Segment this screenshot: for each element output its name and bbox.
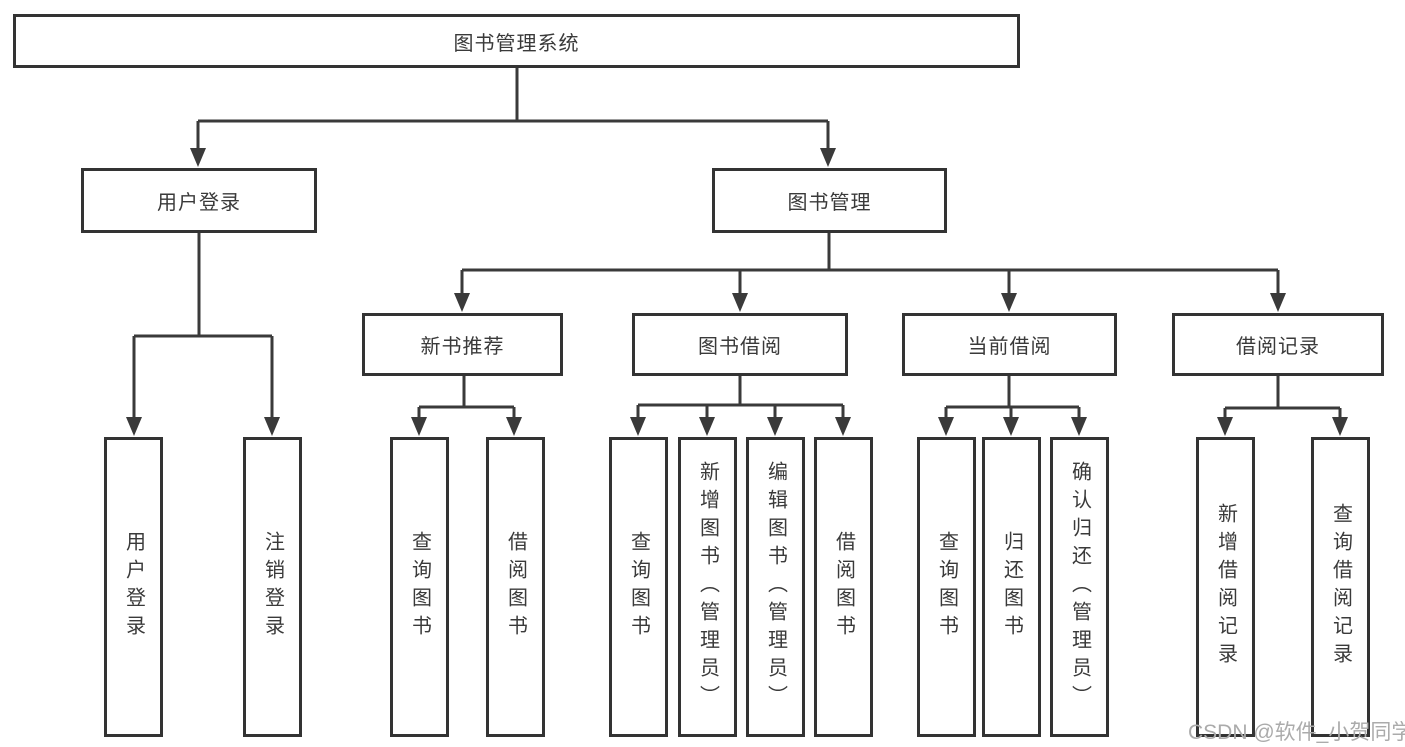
node-book-management: 图书管理 <box>712 168 947 233</box>
node-user-login: 用户登录 <box>81 168 317 233</box>
node-label: 借阅图书 <box>504 531 527 643</box>
node-label: 新增图书（管理员） <box>696 461 719 713</box>
node-label: 借阅图书 <box>832 531 855 643</box>
leaf-add-books-admin: 新增图书（管理员） <box>678 437 737 737</box>
node-label: 用户登录 <box>157 192 241 214</box>
node-label: 归还图书 <box>1000 531 1023 643</box>
node-label: 查询图书 <box>408 531 431 643</box>
connector-bookmgmt-to-level3 <box>460 233 1280 297</box>
leaf-query-books: 查询图书 <box>609 437 668 737</box>
node-label: 查询图书 <box>935 531 958 643</box>
leaf-edit-books-admin: 编辑图书（管理员） <box>746 437 805 737</box>
connector-root-to-level2 <box>196 68 830 152</box>
node-label: 用户登录 <box>122 531 145 643</box>
leaf-logout: 注销登录 <box>243 437 302 737</box>
arrowheads <box>126 148 1348 436</box>
leaf-return-books: 归还图书 <box>982 437 1041 737</box>
leaf-borrow-books: 借阅图书 <box>486 437 545 737</box>
node-label: 当前借阅 <box>967 336 1052 358</box>
watermark: CSDN @软件_小贺同学 <box>1188 721 1405 744</box>
leaf-add-borrow-record: 新增借阅记录 <box>1196 437 1255 737</box>
node-root-library-system: 图书管理系统 <box>13 14 1020 68</box>
leaf-user-login: 用户登录 <box>104 437 163 737</box>
node-label: 图书借阅 <box>698 336 782 358</box>
node-label: 查询借阅记录 <box>1329 503 1352 671</box>
leaf-query-books: 查询图书 <box>390 437 449 737</box>
connector-newbook-to-leaves <box>417 376 516 421</box>
leaf-query-books: 查询图书 <box>917 437 976 737</box>
node-current-borrow: 当前借阅 <box>902 313 1117 376</box>
node-label: 注销登录 <box>261 531 284 643</box>
node-borrow-records: 借阅记录 <box>1172 313 1384 376</box>
connector-current-to-leaves <box>944 376 1081 421</box>
node-label: 查询图书 <box>627 531 650 643</box>
leaf-borrow-books: 借阅图书 <box>814 437 873 737</box>
node-new-book-recommend: 新书推荐 <box>362 313 563 376</box>
node-book-borrow: 图书借阅 <box>632 313 848 376</box>
node-label: 借阅记录 <box>1236 336 1320 358</box>
leaf-confirm-return-admin: 确认归还（管理员） <box>1050 437 1109 737</box>
node-label: 新书推荐 <box>420 336 505 358</box>
leaf-query-borrow-record: 查询借阅记录 <box>1311 437 1370 737</box>
node-label: 确认归还（管理员） <box>1068 461 1091 713</box>
node-label: 编辑图书（管理员） <box>764 461 787 713</box>
node-label: 图书管理 <box>787 192 872 214</box>
node-label: 新增借阅记录 <box>1214 503 1237 671</box>
connector-records-to-leaves <box>1223 376 1342 421</box>
connector-userlogin-to-leaves <box>132 233 274 421</box>
connector-borrow-to-leaves <box>636 376 845 421</box>
node-label: 图书管理系统 <box>453 32 580 55</box>
